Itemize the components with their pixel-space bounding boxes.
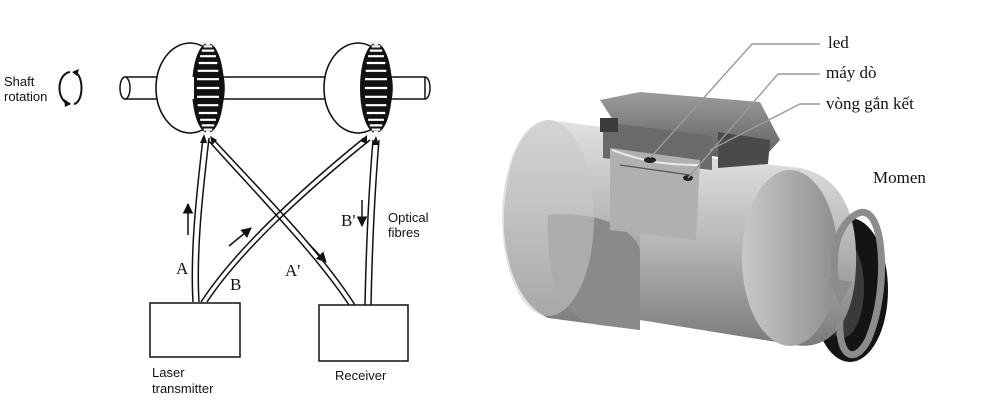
torque-arrow-head-icon (828, 278, 852, 306)
shaft-rotation-label-line2: rotation (4, 89, 47, 104)
optical-fibres-label-line1: Optical (388, 210, 429, 225)
transmitter-label-line1: Laser (152, 365, 185, 380)
direction-arrows (182, 200, 368, 263)
right-gear-disk (323, 42, 393, 134)
mounting-ring-label: vòng gắn kết (826, 94, 914, 113)
optical-fibres (191, 137, 380, 306)
led-label: led (828, 33, 849, 52)
path-b-prime-label: B' (341, 211, 355, 230)
mounting-ring (610, 148, 701, 240)
rotation-arrow-icon (58, 69, 83, 107)
leader-lines (649, 43, 820, 179)
path-b-label: B (230, 275, 241, 294)
led-icon (644, 157, 656, 163)
receiver-box (318, 304, 409, 362)
detector-label: máy dò (826, 63, 877, 82)
receiver-label: Receiver (335, 368, 387, 383)
fibre-end-arrows (200, 134, 379, 145)
laser-transmitter-box (149, 302, 241, 358)
coupling-torque-sensor-illustration: led máy dò vòng gắn kết Momen (502, 33, 926, 362)
left-gear-disk (155, 42, 225, 134)
optical-torque-sensor-diagram: Shaft rotation (4, 42, 431, 396)
torque-label: Momen (873, 168, 926, 187)
left-cylinder (502, 120, 640, 330)
transmitter-label-line2: transmitter (152, 381, 214, 396)
path-a-label: A (176, 259, 189, 278)
optical-fibres-label-line2: fibres (388, 225, 420, 240)
shaft-rotation-label-line1: Shaft (4, 74, 35, 89)
path-a-prime-label: A' (285, 261, 300, 280)
